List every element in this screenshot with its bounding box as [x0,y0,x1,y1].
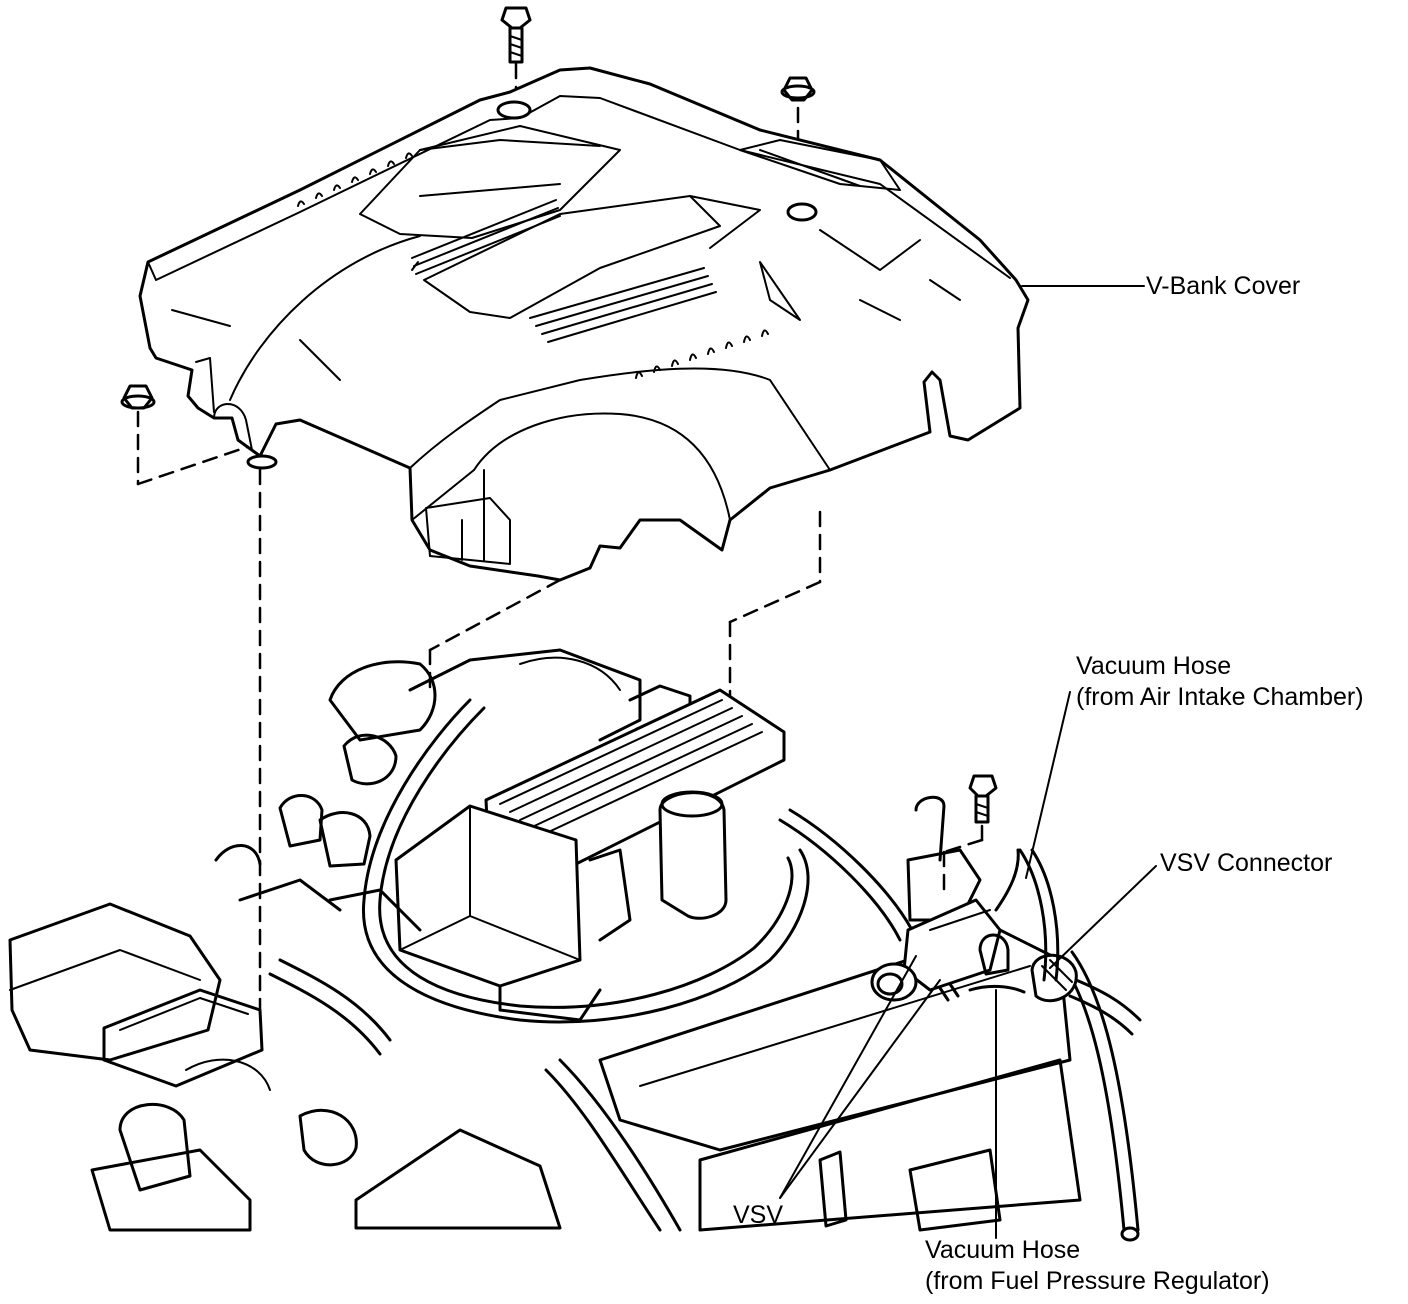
label-vsv: VSV [733,1201,784,1229]
label-vacuum-hose-fuel-line1: Vacuum Hose [925,1236,1081,1264]
vsv-connector [1030,953,1142,1036]
nut-top-right [780,76,816,102]
bolt-vsv [968,774,998,824]
label-vacuum-hose-fuel-regulator: Vacuum Hose (from Fuel Pressure Regulato… [925,1235,1270,1297]
label-vsv-connector: VSV Connector [1160,849,1333,877]
label-v-bank-cover: V-Bank Cover [1146,272,1301,300]
vacuum-hoses-right [968,848,1060,994]
label-vacuum-hose-fuel-line2: (from Fuel Pressure Regulator) [925,1267,1270,1295]
vsv [870,898,1010,1002]
label-vacuum-hose-air-intake: Vacuum Hose (from Air Intake Chamber) [1076,651,1364,713]
bolt-top-left [500,6,532,64]
label-vacuum-hose-air-line2: (from Air Intake Chamber) [1076,683,1364,711]
nut-left [120,384,156,410]
label-vacuum-hose-air-line1: Vacuum Hose [1076,652,1232,680]
engine-block [8,648,1140,1242]
leader-lines [779,285,1157,1239]
v-bank-cover [138,66,1030,582]
